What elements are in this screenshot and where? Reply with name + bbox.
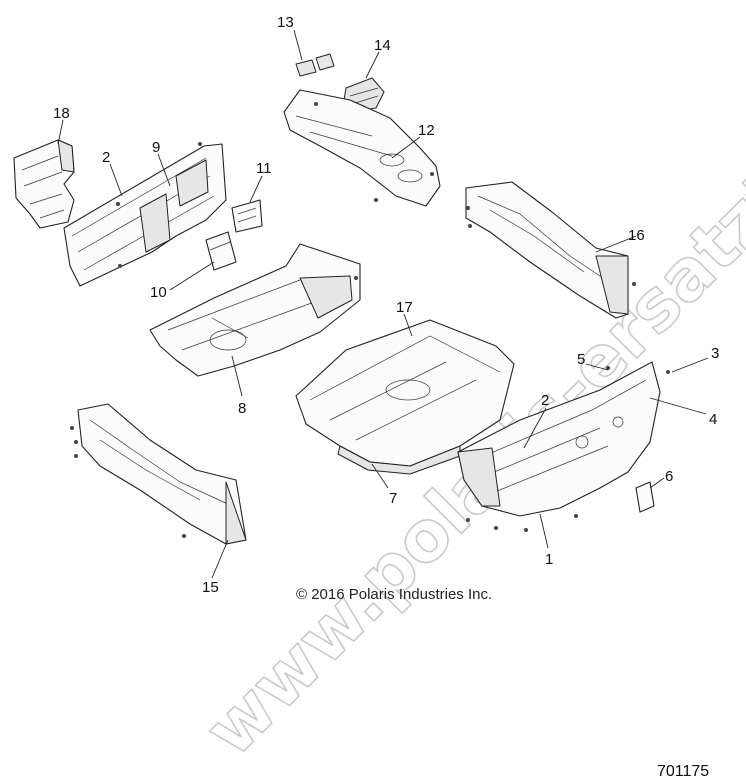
part-8-floor-pan xyxy=(149,243,361,377)
callout-9: 9 xyxy=(152,139,160,156)
callout-3: 3 xyxy=(711,345,719,362)
part-18-storage-box xyxy=(13,139,75,229)
part-13-clips xyxy=(295,53,335,77)
callout-1: 1 xyxy=(545,551,553,568)
callout-6: 6 xyxy=(665,468,673,485)
callout-17: 17 xyxy=(396,299,413,316)
callout-8: 8 xyxy=(238,400,246,417)
part-1-bulkhead xyxy=(457,361,661,517)
callout-16: 16 xyxy=(628,227,645,244)
part-7-main-floor xyxy=(295,319,515,475)
callout-2: 2 xyxy=(102,149,110,166)
callout-12: 12 xyxy=(418,122,435,139)
callout-10: 10 xyxy=(150,284,167,301)
part-2-rear-panel xyxy=(63,143,227,287)
callout-7: 7 xyxy=(389,490,397,507)
copyright-text: © 2016 Polaris Industries Inc. xyxy=(296,586,492,603)
callout-numbers: 13 14 18 2 9 12 11 16 10 17 8 5 3 2 4 6 … xyxy=(53,14,719,596)
part-16-side-panel xyxy=(465,181,629,319)
part-15-side-panel xyxy=(77,403,247,545)
callout-2b: 2 xyxy=(541,392,549,409)
leader-lines xyxy=(57,29,709,579)
callout-15: 15 xyxy=(202,579,219,596)
document-number: 701175 xyxy=(657,763,709,780)
callout-14: 14 xyxy=(374,37,391,54)
callout-18: 18 xyxy=(53,105,70,122)
part-10-bracket xyxy=(205,231,237,271)
part-6-small-bracket xyxy=(635,481,655,513)
callout-4: 4 xyxy=(709,411,717,428)
part-12-center-console xyxy=(283,89,441,207)
callout-13: 13 xyxy=(277,14,294,31)
callout-5: 5 xyxy=(577,351,585,368)
callout-11: 11 xyxy=(256,160,272,177)
part-11-small-panel xyxy=(231,199,263,233)
fasteners xyxy=(70,102,670,538)
